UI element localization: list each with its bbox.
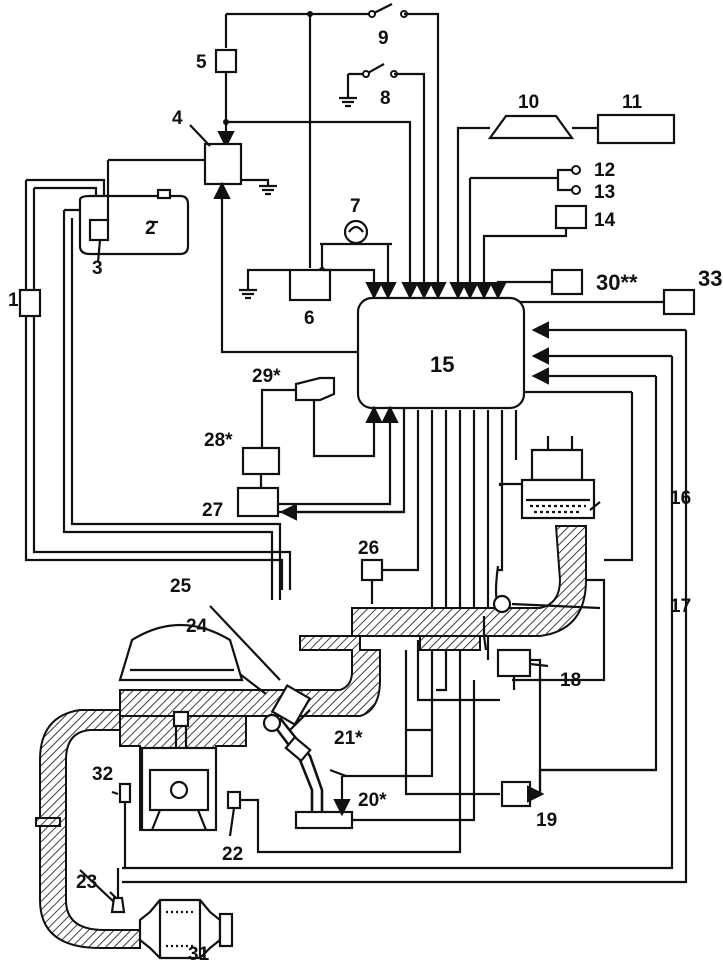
fuel-tank-cap — [156, 188, 172, 200]
label-20: 20* — [358, 790, 387, 811]
fuel-supply-line — [24, 178, 292, 590]
cam-sensor — [118, 782, 132, 804]
label-21: 21* — [334, 728, 363, 749]
label-14: 14 — [594, 210, 616, 231]
label-16: 16 — [670, 488, 691, 509]
label-32: 32 — [92, 764, 113, 785]
throttle-sensor-17 — [492, 594, 512, 614]
distributor-sensor — [487, 114, 575, 140]
label-4: 4 — [172, 108, 183, 129]
egr-pipe — [268, 719, 314, 812]
air-temp-sensor — [360, 558, 384, 582]
label-8: 8 — [380, 88, 391, 109]
warning-lamp — [343, 219, 369, 245]
label-19: 19 — [536, 810, 557, 831]
sensor-33 — [662, 288, 696, 316]
ground-icon — [259, 184, 277, 196]
label-33: 33 — [698, 266, 722, 291]
ground-icon-8 — [339, 96, 357, 108]
label-18: 18 — [560, 670, 581, 691]
idle-air-valve — [496, 648, 532, 678]
label-10: 10 — [518, 92, 539, 113]
module-27 — [236, 486, 280, 518]
leader-3 — [96, 239, 102, 263]
ground-icon-6 — [239, 288, 257, 300]
ecu-block — [356, 296, 526, 410]
fuel-pump — [88, 218, 110, 242]
label-11: 11 — [622, 92, 643, 113]
label-28: 28* — [204, 430, 233, 451]
label-24: 24 — [186, 616, 208, 637]
label-30: 30** — [596, 270, 638, 295]
fuse — [214, 48, 238, 74]
label-26: 26 — [358, 538, 379, 559]
label-13: 13 — [594, 182, 615, 203]
label-17: 17 — [670, 596, 691, 617]
coolant-sensor — [226, 790, 242, 810]
label-27: 27 — [202, 500, 223, 521]
label-29: 29* — [252, 366, 281, 387]
label-6: 6 — [304, 308, 315, 329]
label-7: 7 — [350, 196, 361, 217]
label-22: 22 — [222, 844, 243, 865]
sensor-30 — [550, 268, 584, 296]
exhaust-manifold — [39, 709, 141, 949]
egr-valve-19 — [500, 780, 532, 808]
ecu-label: 15 — [430, 352, 454, 377]
label-23: 23 — [76, 872, 97, 893]
label-5: 5 — [196, 52, 207, 73]
diagnostic-connector — [554, 204, 588, 230]
label-1: 1 — [8, 290, 19, 311]
air-filter-top — [530, 448, 584, 482]
intake-duct — [351, 525, 587, 637]
label-31: 31 — [188, 944, 210, 965]
fuel-injector — [270, 684, 312, 726]
knock-sensor — [294, 376, 336, 402]
main-relay — [203, 142, 243, 186]
label-9: 9 — [378, 28, 389, 49]
battery — [288, 268, 332, 302]
oxygen-sensor — [110, 896, 126, 914]
label-3: 3 — [92, 258, 103, 279]
label-25: 25 — [170, 576, 192, 597]
egr-solenoid — [294, 810, 354, 830]
exhaust-flange — [35, 817, 61, 827]
label-2: 2 — [145, 218, 156, 239]
fuel-filter — [18, 288, 42, 318]
label-12: 12 — [594, 160, 615, 181]
throttle-body — [118, 624, 244, 682]
ignition-coil — [596, 113, 676, 145]
module-28 — [241, 446, 281, 476]
